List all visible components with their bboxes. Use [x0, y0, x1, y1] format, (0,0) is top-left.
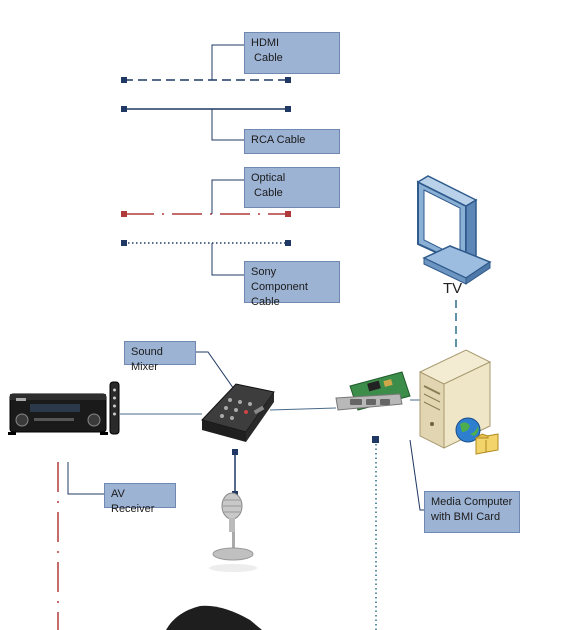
media-computer-callout: Media Computer with BMI Card: [424, 491, 520, 533]
optical-cable-label-line1: Optical: [251, 172, 286, 184]
hdmi-cable-legend-line: [121, 44, 291, 83]
hdmi-cable-callout: HDMI Cable: [244, 32, 340, 74]
hdmi-cable-label-line1: HDMI: [251, 37, 280, 49]
sound-mixer-callout: Sound Mixer: [124, 341, 196, 373]
optical-cable-callout: Optical Cable: [244, 167, 340, 208]
microphone-icon: [209, 492, 257, 572]
tv-monitor-icon: [416, 175, 492, 285]
av-receiver-icon: [8, 393, 108, 435]
card-sony-component-line: [372, 436, 379, 630]
rca-cable-legend-line: [121, 106, 291, 141]
sound-mixer-label: Sound Mixer: [131, 346, 163, 373]
optical-cable-label-line2: Cable: [251, 187, 283, 199]
av-receiver-label: AV Receiver: [111, 488, 155, 515]
capture-card-icon: [335, 371, 411, 411]
av-receiver-leader: [67, 462, 104, 495]
av-receiver-callout: AV Receiver: [104, 483, 176, 515]
folder-icon: [474, 433, 499, 455]
rca-cable-callout: RCA Cable: [244, 129, 340, 154]
media-computer-label-line2: with BMI Card: [431, 511, 501, 523]
sony-component-cable-callout: Sony Component Cable: [244, 261, 340, 308]
remote-control-icon: [109, 381, 120, 435]
speaker-device-icon: [166, 605, 262, 630]
globe-icon: [455, 417, 481, 443]
optical-cable-legend-line: [121, 179, 291, 217]
hdmi-cable-label-line2: Cable: [251, 52, 283, 64]
sony-component-cable-legend-line: [121, 240, 291, 276]
sound-mixer-leader: [196, 351, 237, 393]
tv-label: TV: [443, 280, 463, 297]
media-computer-leader: [409, 439, 424, 511]
mixer-to-microphone-line: [232, 449, 238, 497]
rca-cable-label: RCA Cable: [251, 134, 306, 146]
sony-component-label-line1: Sony Component: [251, 266, 308, 293]
sony-component-label-line2: Cable: [251, 296, 280, 308]
mixer-to-card-rca: [269, 407, 337, 411]
sound-mixer-icon: [201, 383, 275, 442]
media-computer-label-line1: Media Computer: [431, 496, 513, 508]
